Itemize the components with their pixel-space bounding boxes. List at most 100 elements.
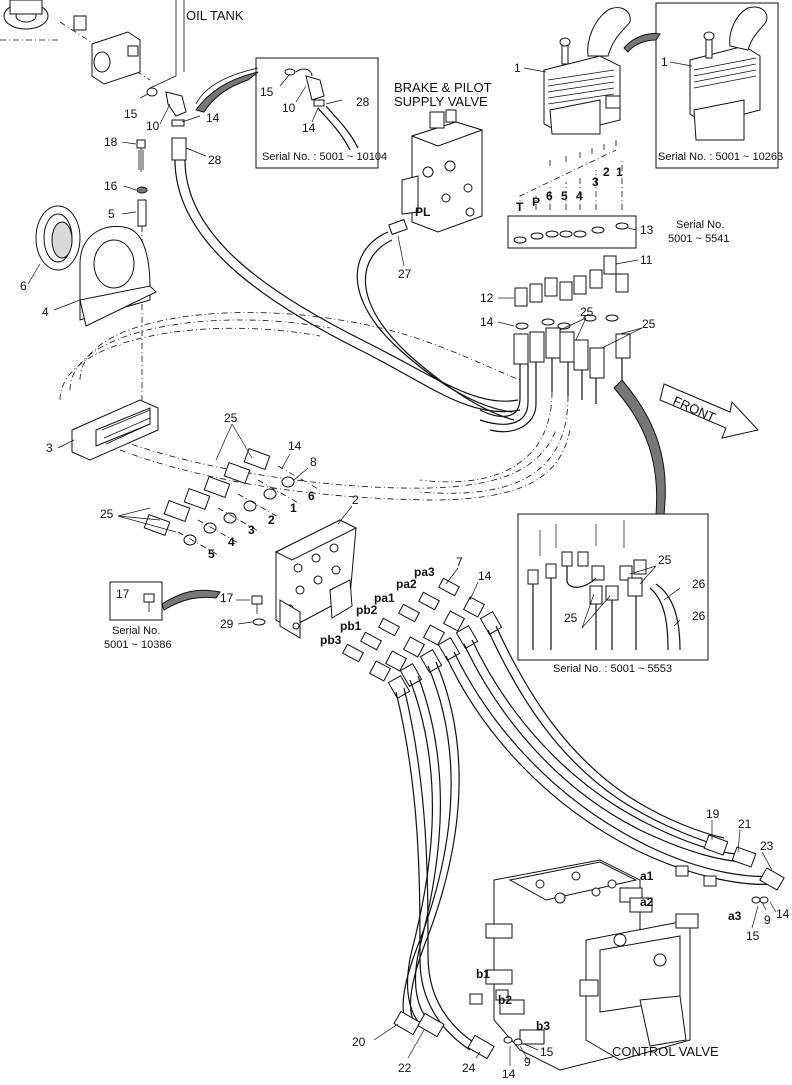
callout-9-b: 9 (524, 1055, 531, 1069)
serial-5541-a: Serial No. (676, 219, 724, 231)
grommet-6 (35, 205, 81, 271)
callout-25-b: 25 (642, 317, 656, 331)
port-1: 1 (616, 165, 623, 179)
callout-26-b: 26 (692, 609, 706, 623)
callout-6: 6 (20, 279, 27, 293)
serial-10104: Serial No. : 5001 ~ 10104 (262, 151, 387, 163)
cv-small-fittings (469, 865, 769, 1046)
port-6: 6 (546, 189, 553, 203)
callout-19: 19 (706, 807, 720, 821)
spacer-5 (137, 199, 147, 227)
serial-10386-a: Serial No. (112, 625, 160, 637)
pilot-port-pa2: pa2 (396, 577, 417, 591)
bolt-17-washer-29 (251, 595, 266, 626)
cv-port-b1: b1 (476, 967, 490, 981)
bolt-18 (136, 139, 146, 172)
callout-7: 7 (456, 555, 463, 569)
block-port-1: 1 (290, 501, 297, 515)
hose-28 (174, 159, 521, 413)
oil-tank-label: OIL TANK (186, 8, 244, 23)
manifold-2 (274, 519, 358, 639)
callout-24: 24 (462, 1061, 476, 1075)
callout-25-c: 25 (224, 411, 238, 425)
callout-15-a: 15 (124, 107, 138, 121)
callout-14-g: 14 (502, 1067, 516, 1080)
callout-leaders (27, 61, 777, 1066)
callout-29: 29 (220, 617, 234, 631)
port-P: P (532, 195, 540, 209)
inset-serial-10386 (109, 581, 221, 621)
serial-10386-b: 5001 ~ 10386 (104, 639, 172, 651)
callout-22: 22 (398, 1061, 412, 1075)
cv-port-b3: b3 (536, 1019, 550, 1033)
inset-serial-10104 (195, 57, 379, 169)
callout-14-c: 14 (480, 315, 494, 329)
inset-serial-10263 (623, 2, 779, 169)
callout-15-d: 15 (540, 1045, 554, 1059)
callout-3: 3 (46, 441, 53, 455)
elbow-fitting-10 (146, 87, 187, 161)
pilot-hoses-b-side (393, 661, 495, 1060)
control-valve-label: CONTROL VALVE (612, 1044, 719, 1059)
callout-28-b: 28 (356, 95, 370, 109)
cv-port-b2: b2 (498, 993, 512, 1007)
callout-1-b: 1 (661, 55, 668, 69)
pilot-port-pb2: pb2 (356, 603, 378, 617)
cv-port-a1: a1 (640, 869, 654, 883)
callout-15-b: 15 (260, 85, 274, 99)
serial-5553: Serial No. : 5001 ~ 5553 (553, 663, 672, 675)
front-arrow (659, 383, 759, 439)
oil-tank (0, 0, 185, 89)
callout-25-a: 25 (580, 305, 594, 319)
serial-5541-b: 5001 ~ 5541 (668, 233, 729, 245)
manifold-fittings (143, 448, 321, 557)
brake-pilot-supply-valve (401, 109, 484, 233)
port-T: T (516, 200, 524, 214)
pilot-fittings (342, 577, 503, 699)
callout-9-a: 9 (764, 913, 771, 927)
callout-4: 4 (42, 305, 49, 319)
block-port-3: 3 (248, 523, 255, 537)
callout-10-a: 10 (146, 119, 160, 133)
callout-28-a: 28 (208, 153, 222, 167)
brake-pilot-label-2: SUPPLY VALVE (394, 94, 488, 109)
block-port-4: 4 (228, 535, 235, 549)
port-5: 5 (561, 189, 568, 203)
callout-12: 12 (480, 291, 494, 305)
callout-14-d: 14 (288, 439, 302, 453)
callout-25-e: 25 (658, 553, 672, 567)
callout-13: 13 (640, 223, 654, 237)
port-PL: PL (415, 205, 430, 219)
block-port-6: 6 (308, 489, 315, 503)
serial-10263: Serial No. : 5001 ~ 10263 (658, 151, 783, 163)
pilot-port-pb1: pb1 (340, 619, 362, 633)
callout-17-b: 17 (220, 591, 234, 605)
callout-2: 2 (352, 493, 359, 507)
callout-16: 16 (104, 179, 118, 193)
hose-bundle-outline (59, 312, 571, 501)
callout-20: 20 (352, 1035, 366, 1049)
detail-arrow-5553 (613, 379, 666, 515)
joystick-1 (543, 7, 631, 135)
cv-port-a2: a2 (640, 895, 654, 909)
joystick-port-leaders (519, 140, 623, 210)
pilot-port-pa1: pa1 (374, 591, 395, 605)
cv-port-a3: a3 (728, 909, 742, 923)
washer-16 (136, 186, 148, 194)
callout-14-f: 14 (776, 907, 790, 921)
joystick-fittings (513, 255, 631, 379)
callout-18: 18 (104, 135, 118, 149)
callout-25-f: 25 (564, 611, 578, 625)
joystick-hoses (419, 358, 623, 494)
callout-10-b: 10 (282, 101, 296, 115)
pilot-port-pa3: pa3 (414, 565, 435, 579)
callout-8: 8 (310, 455, 317, 469)
callout-23: 23 (760, 839, 774, 853)
pilot-port-pb3: pb3 (320, 633, 342, 647)
callout-14-e: 14 (478, 569, 492, 583)
hose-27 (356, 218, 515, 421)
callout-17-a: 17 (116, 587, 130, 601)
callout-21: 21 (738, 817, 752, 831)
